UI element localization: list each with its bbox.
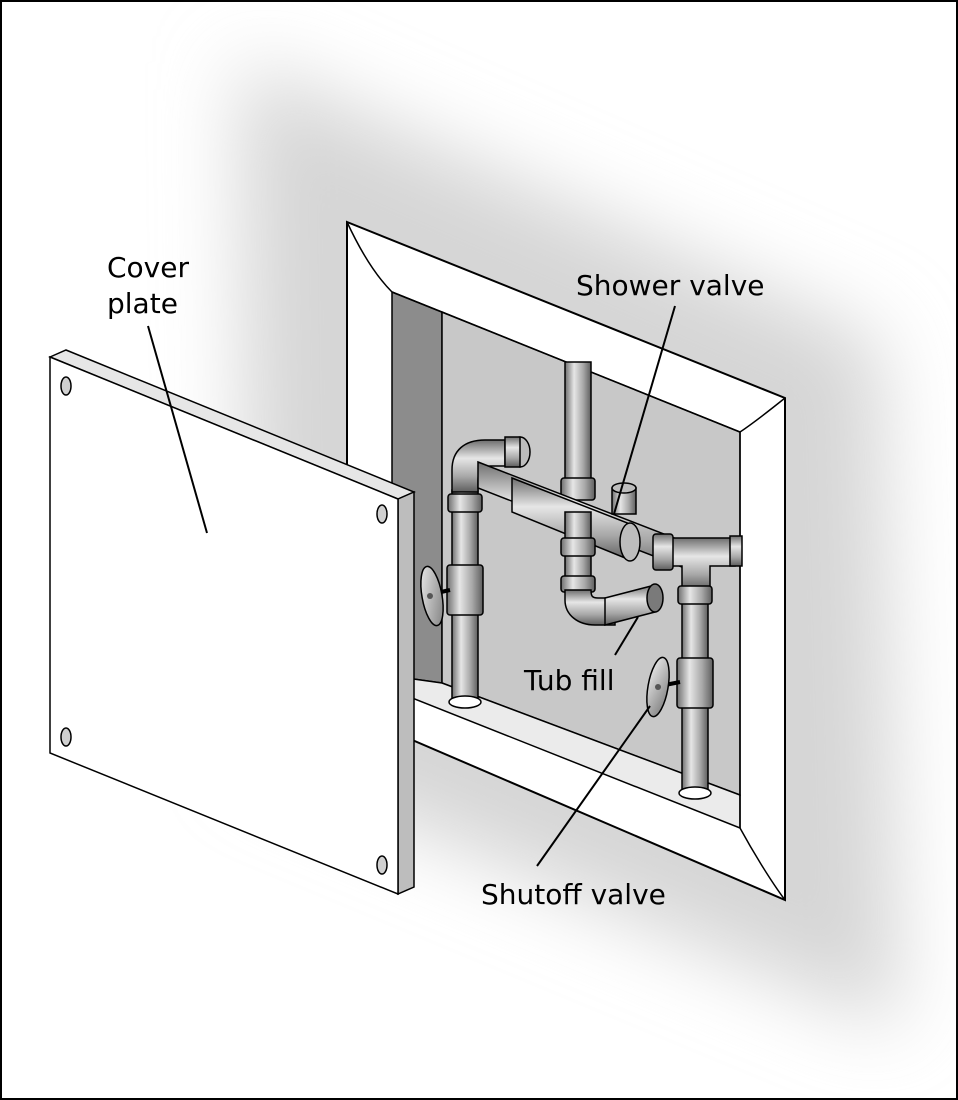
cover-plate-screw-hole [60,727,72,747]
inner-rim [391,291,741,828]
leader-cover-plate [147,325,208,534]
leader-shutoff-valve [536,705,651,867]
shower-valve-end [619,522,641,562]
label-cover-plate-line1: Cover [107,251,189,284]
label-shower-valve: Shower valve [576,269,765,302]
label-shutoff-valve: Shutoff valve [481,878,666,911]
left-handle-screw [427,593,433,599]
cover-plate-screw-hole [60,376,72,396]
left-riser-floor-hole [448,695,482,709]
trim-bevel-top-left [346,221,393,293]
label-tub-fill: Tub fill [523,664,614,697]
leader-tub-fill [614,616,639,656]
right-tee-outlet [729,535,743,567]
cover-plate-screw-hole [376,855,388,875]
plumbing-assembly [420,361,743,800]
trim-bevel-top-right [739,397,786,433]
right-riser-floor-hole [678,786,712,800]
tub-fill-coupling-top [560,537,596,557]
trim-bevel-bottom-right [739,827,786,901]
right-shutoff-body [676,657,714,709]
right-handle-screw [655,684,661,690]
tub-fill-outlet [646,583,664,613]
cover-plate [48,349,416,896]
left-riser-coupling-top [447,493,483,513]
cover-plate-screw-hole [376,504,388,524]
left-elbow-cap [504,436,521,468]
leader-shower-valve [613,305,676,515]
right-riser-coupling [677,585,713,605]
cover-plate-face [49,355,399,896]
cover-plate-side-edge [397,490,415,896]
left-shutoff-body [446,564,484,616]
top-supply-pipe [564,361,592,493]
right-tee-coupling [652,533,674,571]
shower-valve-stem-top [611,482,637,494]
label-cover-plate-line2: plate [107,287,178,320]
